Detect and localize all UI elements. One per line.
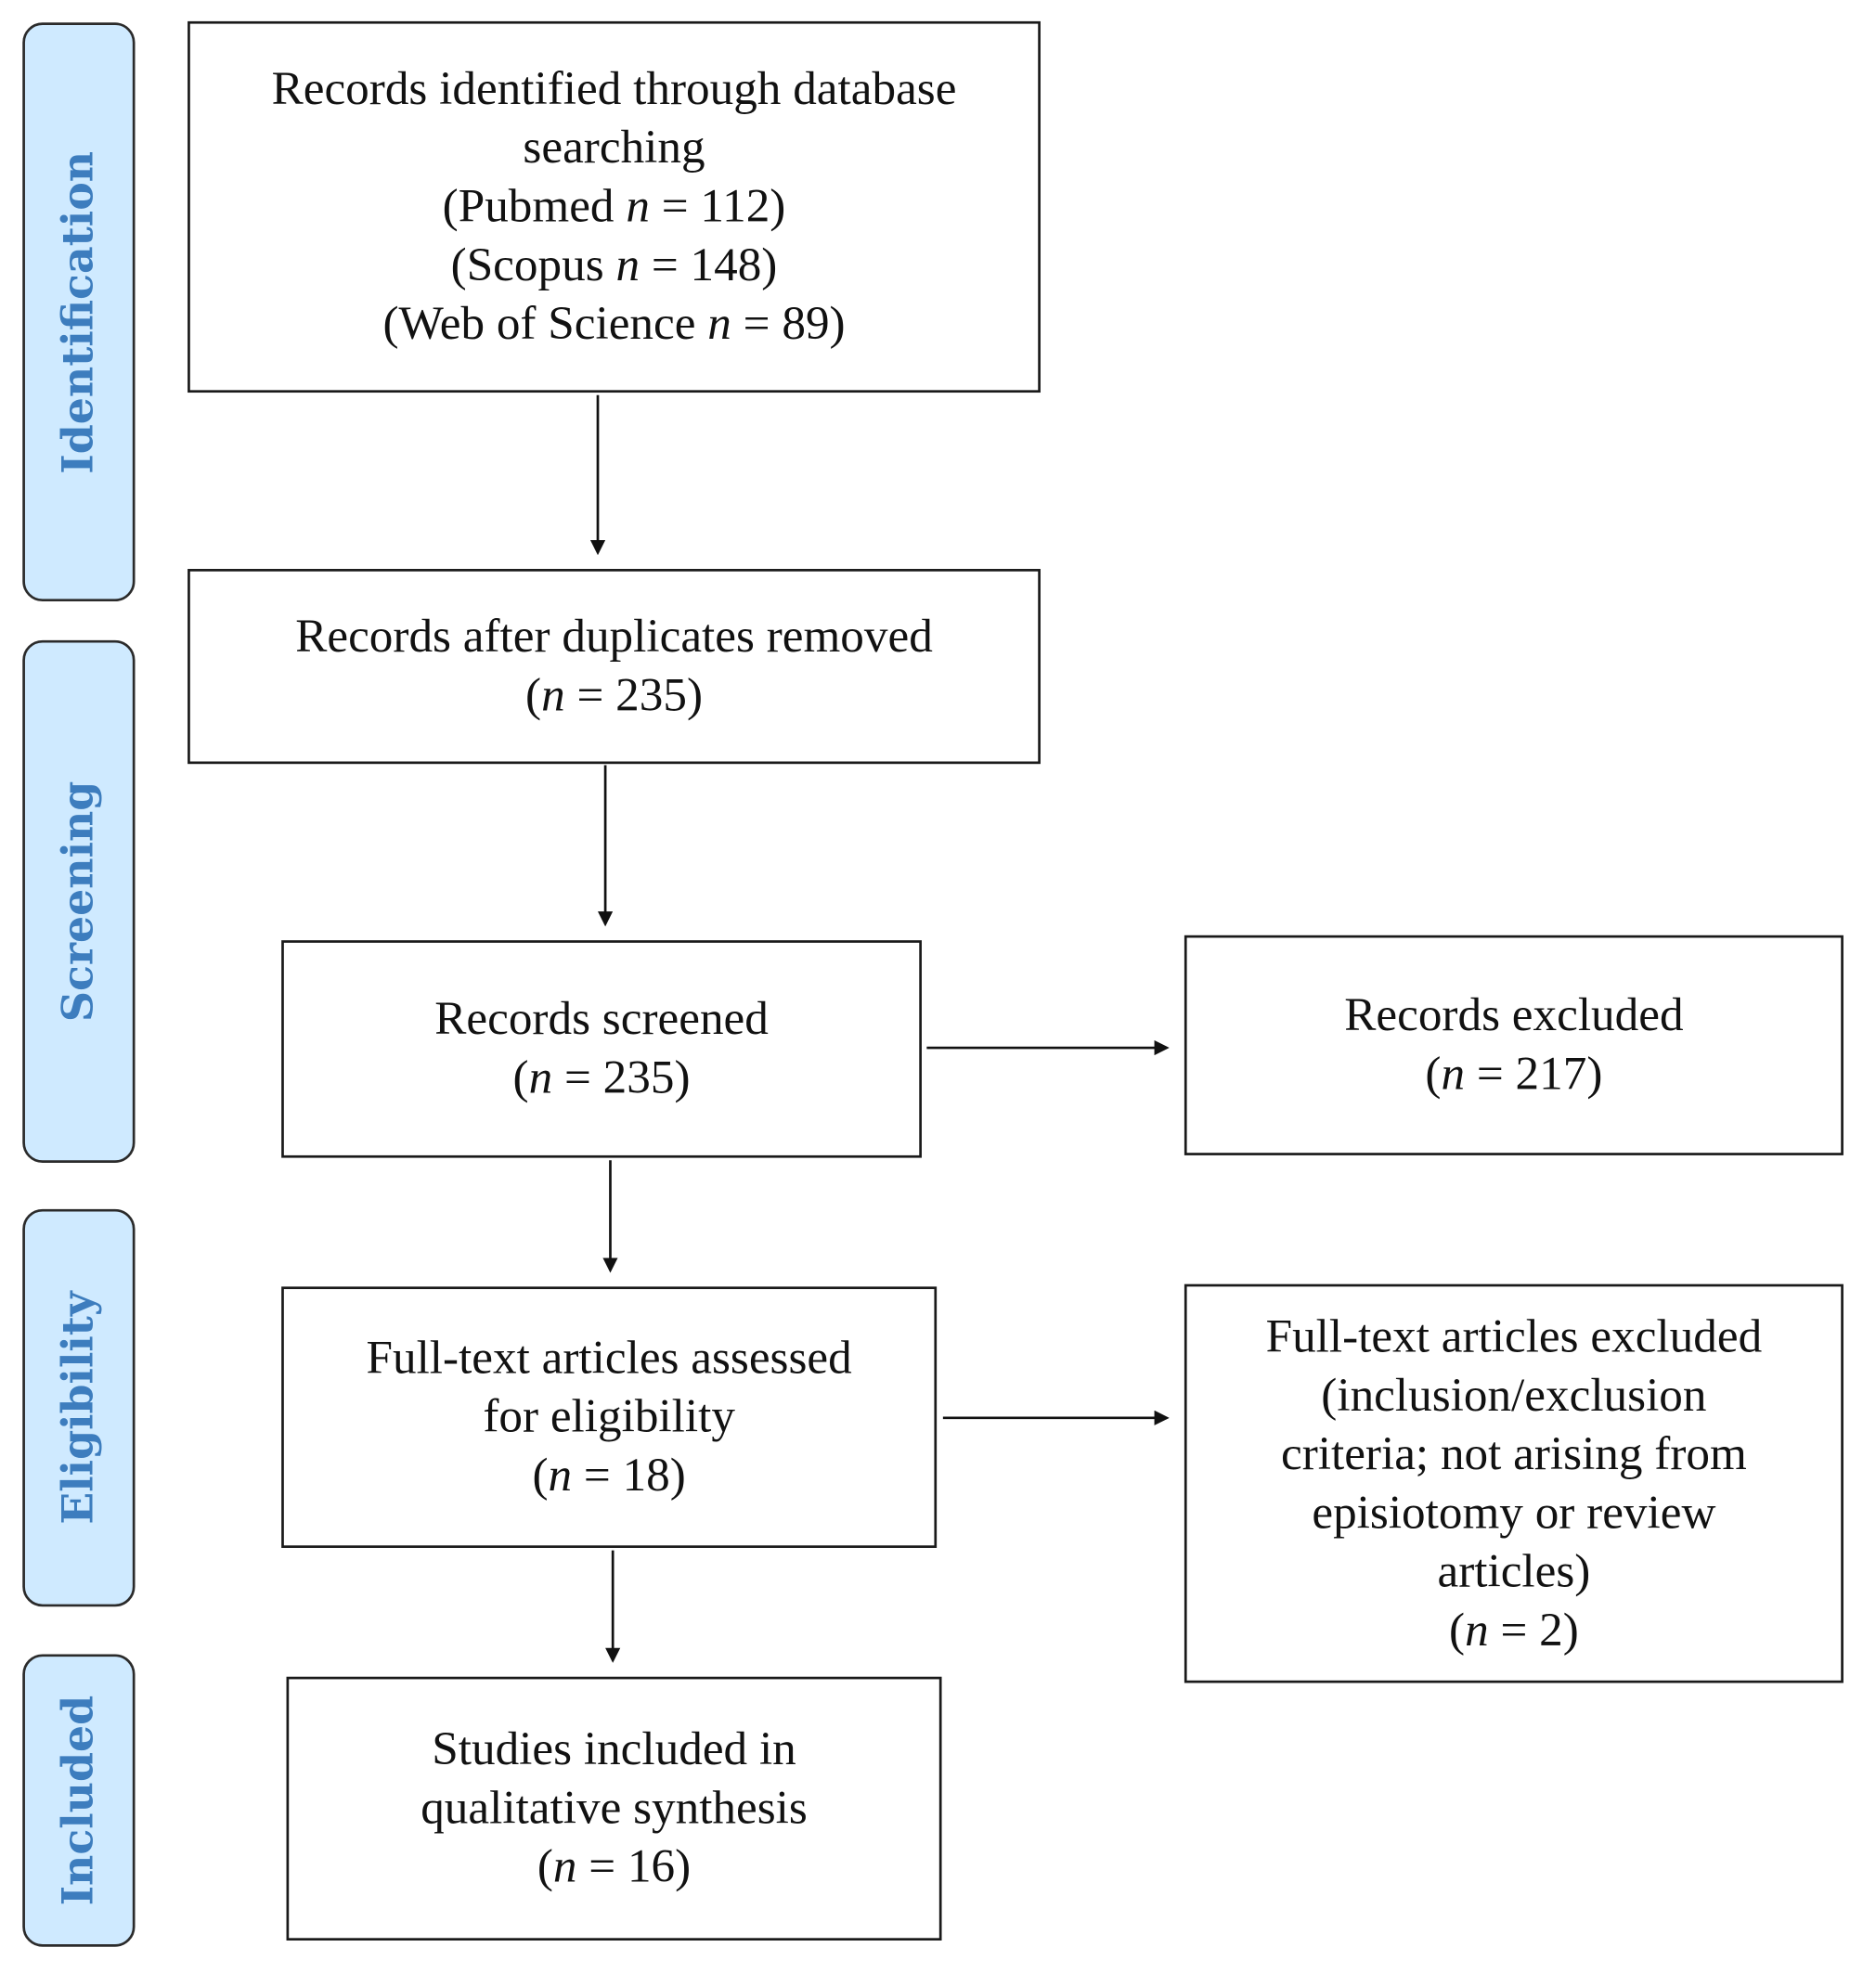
excluded-line-1: Records excluded xyxy=(1344,988,1684,1042)
identified-line-1: Records identified through database xyxy=(271,62,957,115)
ft-excluded-line-4: episiotomy or review xyxy=(1312,1486,1716,1539)
identified-source-pubmed: (Pubmed n = 112) xyxy=(442,180,786,233)
duplicates-line-1: Records after duplicates removed xyxy=(295,610,933,664)
ft-excluded-count: (n = 2) xyxy=(1449,1603,1579,1657)
included-line-2: qualitative synthesis xyxy=(420,1781,808,1835)
box-full-text-excluded: Full-text articles excluded (inclusion/e… xyxy=(1184,1283,1844,1683)
box-studies-included: Studies included in qualitative synthesi… xyxy=(286,1676,942,1941)
box-duplicates-removed: Records after duplicates removed (n = 23… xyxy=(188,569,1041,765)
box-records-identified: Records identified through database sear… xyxy=(188,20,1041,393)
identified-line-2: searching xyxy=(523,121,705,174)
screened-count: (n = 235) xyxy=(512,1051,691,1104)
identified-source-wos: (Web of Science n = 89) xyxy=(382,297,846,351)
included-count: (n = 16) xyxy=(537,1840,692,1893)
ft-excluded-line-3: criteria; not arising from xyxy=(1280,1426,1747,1480)
ft-excluded-line-5: articles) xyxy=(1437,1544,1591,1598)
phase-included: Included xyxy=(22,1654,136,1947)
ft-excluded-line-2: (inclusion/exclusion xyxy=(1321,1368,1707,1422)
full-text-line-1: Full-text articles assessed xyxy=(366,1331,852,1385)
box-records-screened: Records screened (n = 235) xyxy=(281,940,922,1158)
identified-source-scopus: (Scopus n = 148) xyxy=(450,239,778,291)
excluded-count: (n = 217) xyxy=(1425,1048,1603,1101)
full-text-line-2: for eligibility xyxy=(483,1390,735,1443)
phase-eligibility: Eligibility xyxy=(22,1208,136,1607)
phase-screening: Screening xyxy=(22,639,136,1163)
full-text-count: (n = 18) xyxy=(532,1449,686,1502)
box-full-text-assessed: Full-text articles assessed for eligibil… xyxy=(281,1286,938,1548)
duplicates-count: (n = 235) xyxy=(525,668,704,722)
included-line-1: Studies included in xyxy=(432,1722,796,1776)
ft-excluded-line-1: Full-text articles excluded xyxy=(1265,1309,1763,1362)
screened-line-1: Records screened xyxy=(434,992,769,1046)
phase-identification: Identification xyxy=(22,22,136,602)
box-records-excluded: Records excluded (n = 217) xyxy=(1184,935,1844,1155)
